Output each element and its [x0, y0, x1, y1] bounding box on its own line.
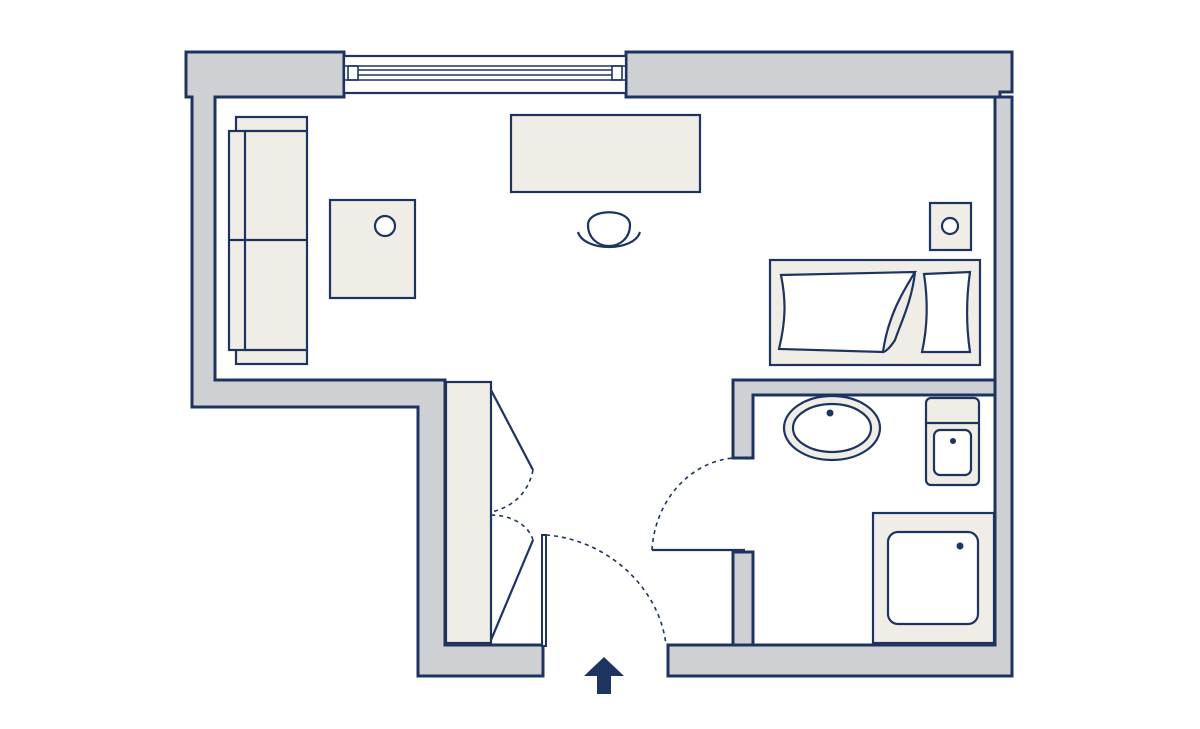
desk-chair — [576, 211, 642, 249]
walls — [184, 50, 1014, 678]
wall-right — [666, 95, 1014, 678]
wall-bathroom-lower — [731, 550, 755, 647]
window — [342, 54, 628, 95]
nightstand — [928, 201, 973, 252]
washbasin — [782, 394, 882, 462]
entrance-arrow-icon — [584, 657, 624, 694]
bed — [768, 258, 982, 367]
wall-top-right-segment — [624, 50, 1014, 99]
entrance-door — [541, 534, 667, 647]
sofa — [227, 115, 309, 366]
wall-bathroom-top — [731, 378, 997, 460]
bathroom-door — [651, 457, 745, 552]
shower-tray — [871, 511, 996, 645]
wardrobe — [444, 380, 535, 645]
side-table — [328, 198, 417, 300]
toilet — [924, 396, 981, 487]
desk — [509, 113, 702, 194]
